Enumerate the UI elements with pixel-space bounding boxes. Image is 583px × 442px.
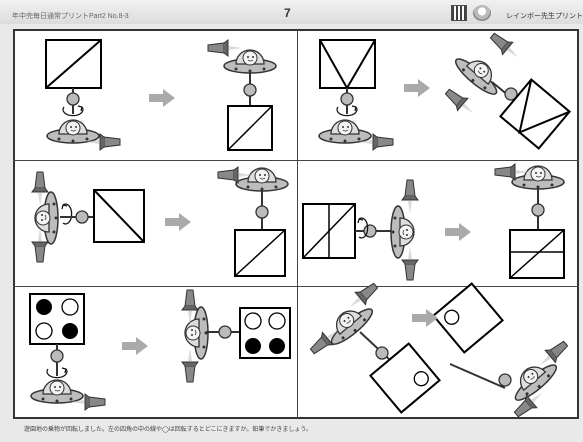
instruction-text: 遊園地の乗物が回転しました。左の四角の中の線や◯は回転するとどこにきますか。鉛筆… xyxy=(24,424,312,433)
panel-1 xyxy=(46,40,276,150)
panel-5 xyxy=(30,290,290,410)
panel-2 xyxy=(319,29,570,150)
panel-3 xyxy=(32,167,288,276)
panel-6 xyxy=(307,279,571,420)
panel-4 xyxy=(303,164,564,280)
